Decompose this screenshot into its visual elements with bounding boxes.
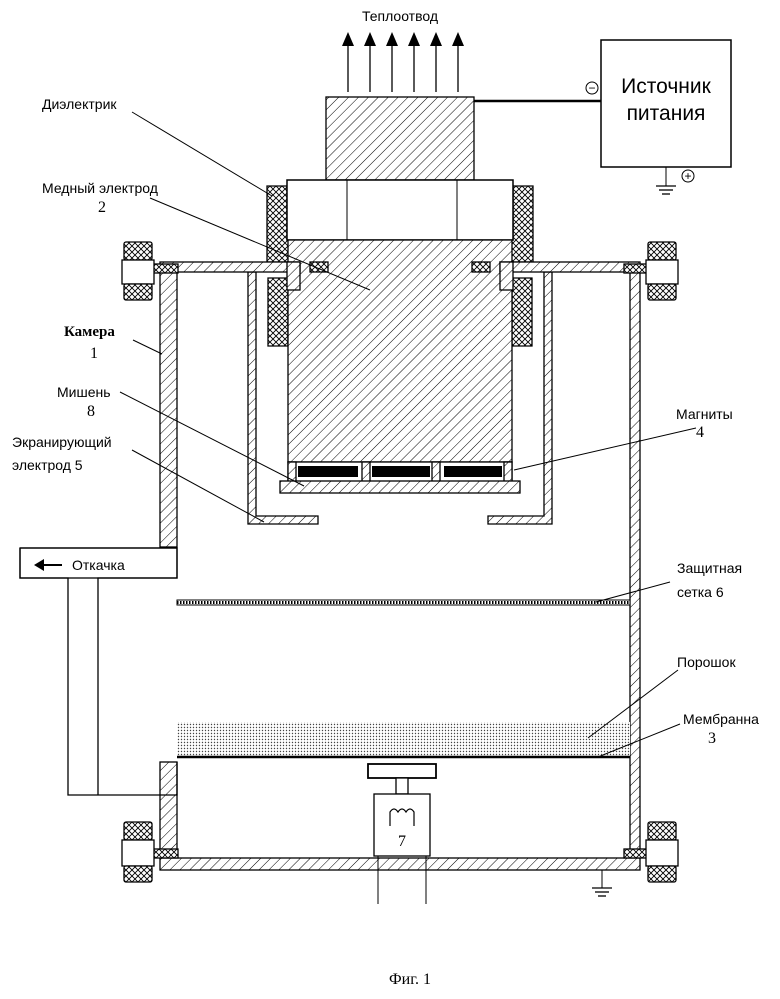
ground-icon-chamber [592, 870, 612, 896]
svg-text:+: + [684, 169, 691, 183]
bolt-bottom-left-icon [122, 822, 154, 882]
membrane-number: 3 [708, 730, 716, 747]
membrane-label: Мембранна [683, 711, 759, 727]
ground-icon-power [656, 167, 676, 194]
figure-caption: Фиг. 1 [389, 971, 431, 988]
pumping-port [20, 548, 177, 795]
chamber-number: 1 [90, 345, 98, 362]
svg-text:−: − [588, 81, 595, 95]
target-number: 8 [87, 403, 95, 420]
heat-sink-label: Теплоотвод [362, 8, 438, 24]
chamber-label: Камера [64, 324, 115, 340]
magnets [288, 462, 512, 482]
magnets-number: 4 [696, 424, 704, 441]
seal-electrode-left [310, 262, 328, 272]
copper-electrode-flange [287, 180, 513, 240]
bolt-bottom-right-icon [646, 822, 678, 882]
powder-label: Порошок [677, 654, 736, 670]
pumping-label: Откачка [72, 557, 125, 573]
protective-grid [177, 600, 630, 605]
copper-electrode-body [288, 240, 512, 462]
target-plate [280, 481, 520, 493]
power-source-label-1: Источник [621, 75, 711, 98]
pumping-arrow-icon [34, 559, 62, 571]
copper-electrode-label: Медный электрод [42, 180, 158, 196]
vibrator-number: 7 [398, 833, 406, 850]
heat-sink-arrows [342, 32, 464, 92]
shield-electrode-label-1: Экранирующий [12, 434, 112, 450]
protective-grid-label-2: сетка 6 [677, 584, 724, 600]
minus-terminal-icon: − [586, 81, 598, 95]
magnets-label: Магниты [676, 406, 733, 422]
target-label: Мишень [57, 384, 111, 400]
heat-sink-block [326, 97, 474, 180]
protective-grid-label-1: Защитная [677, 560, 742, 576]
copper-electrode-number: 2 [98, 199, 106, 216]
seal-electrode-right [472, 262, 490, 272]
power-source-label-2: питания [627, 102, 706, 125]
bolt-top-right-icon [646, 242, 678, 300]
plus-terminal-icon: + [682, 169, 694, 183]
dielectric-label: Диэлектрик [42, 96, 117, 112]
shield-electrode-label-2: электрод 5 [12, 457, 83, 473]
powder-layer [177, 722, 630, 756]
bolt-top-left-icon [122, 242, 154, 300]
